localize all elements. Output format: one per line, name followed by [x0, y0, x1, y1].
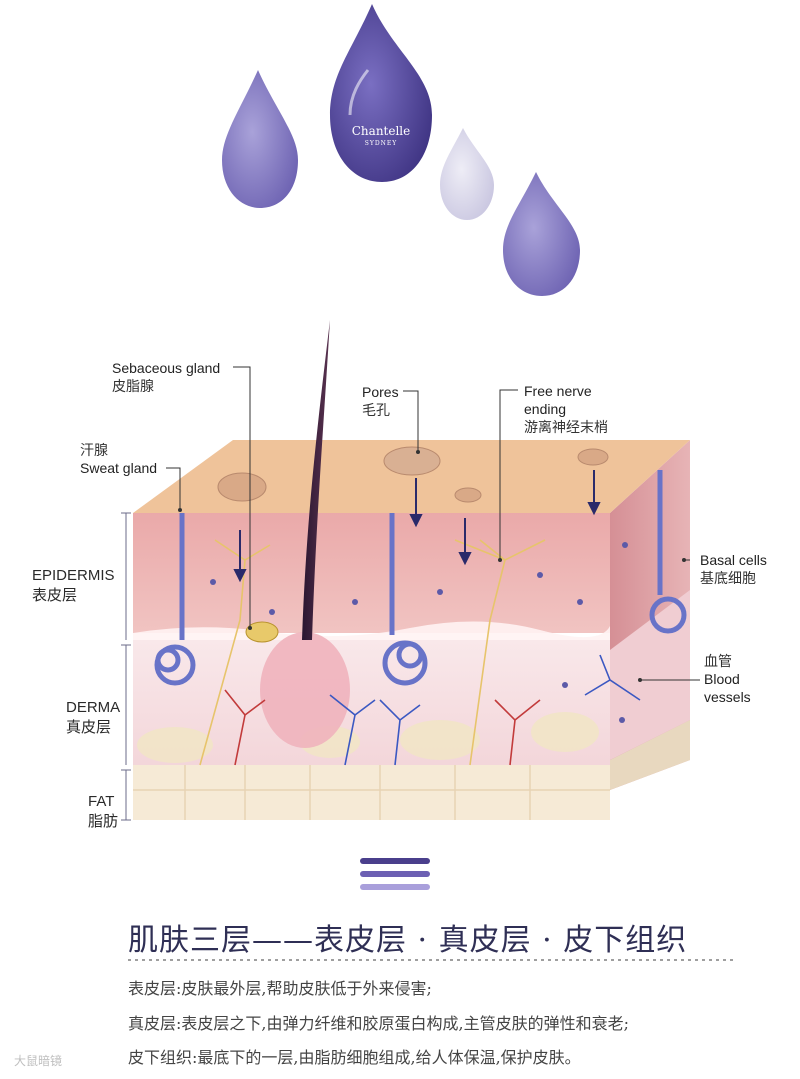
sebaceous-en: Sebaceous gland: [112, 359, 220, 377]
fat-cn: 脂肪: [88, 812, 118, 832]
sebaceous-label: Sebaceous gland 皮脂腺: [112, 359, 220, 395]
pores-en: Pores: [362, 383, 399, 401]
epidermis-name: EPIDERMIS 表皮层: [32, 566, 115, 606]
watermark: 大鼠暗镜: [14, 1052, 62, 1069]
derma-en: DERMA: [66, 698, 120, 718]
vessels-en-2: vessels: [704, 688, 751, 706]
drop-left: [222, 70, 298, 208]
epidermis-cn: 表皮层: [32, 586, 115, 606]
nerve-en-1: Free nerve: [524, 382, 608, 400]
page-title: 肌肤三层——表皮层 · 真皮层 · 皮下组织: [128, 915, 728, 959]
sweat-cn: 汗腺: [80, 441, 157, 459]
brand-name: Chantelle: [352, 124, 411, 138]
desc-subcutis: 皮下组织:最底下的一层,由脂肪细胞组成,给人体保温,保护皮肤。: [128, 1044, 581, 1068]
desc-derma: 真皮层:表皮层之下,由弹力纤维和胶原蛋白构成,主管皮肤的弹性和衰老;: [128, 1010, 629, 1034]
derma-cn: 真皮层: [66, 718, 120, 738]
fat-layer: [133, 765, 610, 820]
hair-follicle: [260, 632, 350, 748]
fat-name: FAT 脂肪: [88, 792, 118, 832]
desc-epidermis: 表皮层:皮肤最外层,帮助皮肤低于外来侵害;: [128, 975, 432, 999]
vessels-label: 血管 Blood vessels: [704, 652, 751, 706]
derma-name: DERMA 真皮层: [66, 698, 120, 738]
fat-en: FAT: [88, 792, 118, 812]
pores-cn: 毛孔: [362, 401, 399, 419]
water-drops: [222, 4, 580, 296]
pores-label: Pores 毛孔: [362, 383, 399, 419]
drop-main: [330, 4, 432, 182]
divider-bars: [360, 858, 430, 890]
basal-cn: 基底细胞: [700, 569, 767, 587]
brand-sub: SYDNEY: [336, 140, 426, 148]
vessels-cn: 血管: [704, 652, 751, 670]
brand-logo: Chantelle SYDNEY: [336, 122, 426, 148]
drop-right: [503, 172, 580, 296]
epidermis-en: EPIDERMIS: [32, 566, 115, 586]
nerve-cn: 游离神经末梢: [524, 418, 608, 436]
sweat-en: Sweat gland: [80, 459, 157, 477]
nerve-label: Free nerve ending 游离神经末梢: [524, 382, 608, 436]
skin-block: [121, 320, 700, 820]
basal-en: Basal cells: [700, 551, 767, 569]
basal-label: Basal cells 基底细胞: [700, 551, 767, 587]
sebaceous-cn: 皮脂腺: [112, 377, 220, 395]
vessels-en-1: Blood: [704, 670, 751, 688]
sweat-label: 汗腺 Sweat gland: [80, 441, 157, 477]
drop-pale: [440, 128, 494, 220]
nerve-en-2: ending: [524, 400, 608, 418]
